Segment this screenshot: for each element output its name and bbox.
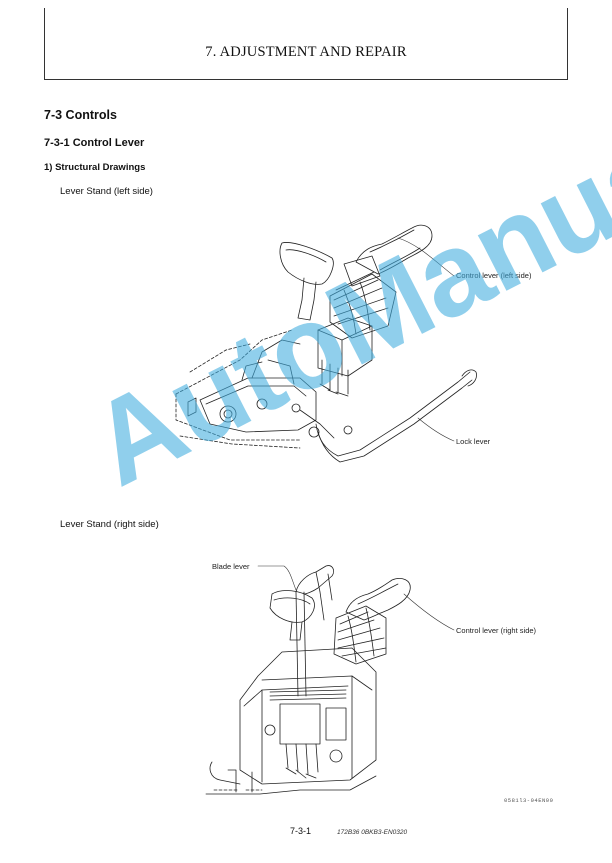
page-number: 7-3-1 (290, 826, 312, 836)
section-heading: 7-3 Controls (44, 108, 117, 122)
callout-lock-lever: Lock lever (456, 437, 491, 446)
left-stand-caption: Lever Stand (left side) (60, 186, 153, 197)
subsection-heading: 7-3-1 Control Lever (44, 137, 145, 149)
figure-code: 0581l3-04EN00 (504, 797, 554, 804)
left-lever-stand-drawing (175, 224, 477, 463)
chapter-title: 7. ADJUSTMENT AND REPAIR (205, 44, 407, 60)
right-stand-caption: Lever Stand (right side) (60, 519, 159, 530)
chapter-header-box: 7. ADJUSTMENT AND REPAIR (44, 8, 568, 80)
document-code: 172B36 0BKB3-EN0320 (337, 829, 408, 836)
callout-control-lever-left: Control lever (left side) (456, 271, 532, 280)
callout-blade-lever: Blade lever (212, 562, 250, 571)
right-lever-stand-drawing (205, 565, 455, 795)
item-heading: 1) Structural Drawings (44, 162, 146, 173)
callout-control-lever-right: Control lever (right side) (456, 626, 537, 635)
